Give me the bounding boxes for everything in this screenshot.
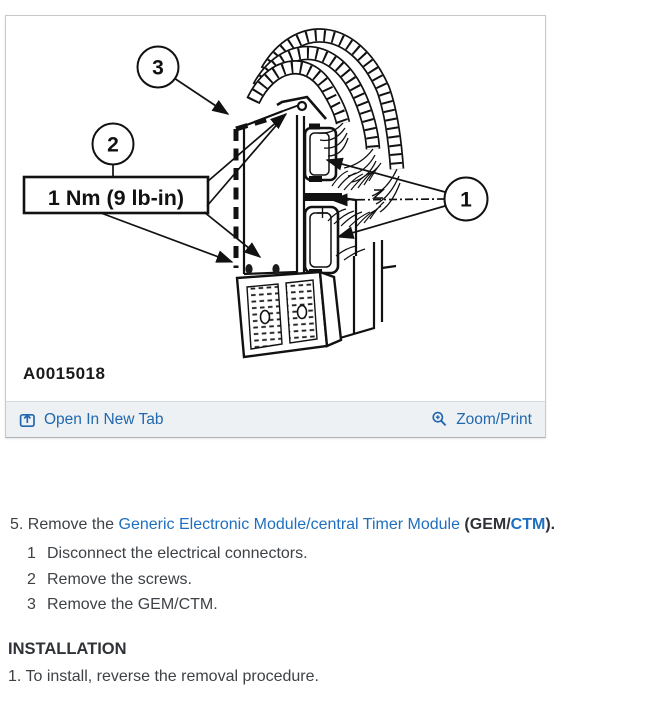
- figure-toolbar: Open In New Tab Zoom/Print: [6, 401, 545, 437]
- substep-2-number: 2: [27, 570, 36, 588]
- paren-open: (: [459, 516, 470, 533]
- wiring-harness: [246, 28, 405, 170]
- top-mounting-tab: [276, 95, 327, 120]
- mounting-screws: [245, 264, 280, 274]
- side-bracket: [339, 196, 397, 340]
- substep-2: 2 Remove the screws.: [27, 567, 667, 593]
- callout-1: 1: [443, 176, 489, 222]
- substep-1: 1 Disconnect the electrical connectors.: [27, 541, 667, 567]
- ctm-link[interactable]: CTM: [510, 516, 546, 533]
- callout-3: 3: [136, 45, 180, 89]
- substep-2-text: Remove the screws.: [47, 570, 192, 588]
- paren-close: ).: [545, 516, 556, 533]
- harness-band-outer: [260, 28, 405, 170]
- gem-ctm-module-link[interactable]: Generic Electronic Module/central Timer …: [118, 516, 460, 533]
- torque-label-text: 1 Nm (9 lb-in): [48, 186, 184, 210]
- bottom-connector-block: [235, 270, 343, 359]
- procedure-text: 5. Remove the Generic Electronic Module/…: [0, 513, 667, 689]
- callout-2-number: 2: [107, 134, 119, 157]
- harness-band-middle: [252, 45, 381, 150]
- substep-1-text: Disconnect the electrical connectors.: [47, 545, 308, 562]
- zoom-print-label: Zoom/Print: [456, 410, 532, 428]
- step-5-prefix: 5. Remove the: [10, 516, 119, 533]
- substep-3: 3 Remove the GEM/CTM.: [27, 592, 667, 618]
- connector-divider: [303, 193, 342, 201]
- wire-whiskers: [327, 162, 385, 261]
- callout-3-number: 3: [152, 57, 164, 80]
- top-screw: [296, 100, 308, 112]
- callout-arrows: [100, 77, 446, 263]
- zoom-print-link[interactable]: Zoom/Print: [431, 411, 532, 428]
- mounting-bracket-dashed: [233, 116, 270, 268]
- figure-id: A0015018: [23, 364, 105, 383]
- open-in-new-tab-label: Open In New Tab: [44, 410, 164, 428]
- substep-3-text: Remove the GEM/CTM.: [47, 596, 218, 613]
- figure-card: 1 Nm (9 lb-in): [5, 15, 546, 438]
- substep-3-number: 3: [27, 596, 36, 613]
- callout-2: 2: [91, 122, 135, 166]
- open-in-new-tab-link[interactable]: Open In New Tab: [19, 411, 163, 428]
- figure-area: 1 Nm (9 lb-in): [6, 16, 545, 401]
- removal-substeps: 1 Disconnect the electrical connectors. 2…: [27, 541, 667, 618]
- substep-1-number: 1: [27, 545, 36, 562]
- harness-band-inner: [246, 60, 351, 125]
- zoom-plus-icon: [432, 411, 447, 427]
- removal-step-5: 5. Remove the Generic Electronic Module/…: [10, 513, 667, 537]
- callout-1-number: 1: [460, 189, 472, 212]
- installation-heading: INSTALLATION: [8, 639, 127, 658]
- gem-ctm-removal-drawing: 1 Nm (9 lb-in): [22, 28, 489, 383]
- callouts: 3 2 1: [91, 45, 489, 222]
- gem-abbrev: GEM/: [469, 516, 511, 533]
- torque-label: 1 Nm (9 lb-in): [22, 175, 210, 215]
- open-in-new-tab-icon: [19, 413, 35, 428]
- installation-step-1: 1. To install, reverse the removal proce…: [8, 667, 319, 685]
